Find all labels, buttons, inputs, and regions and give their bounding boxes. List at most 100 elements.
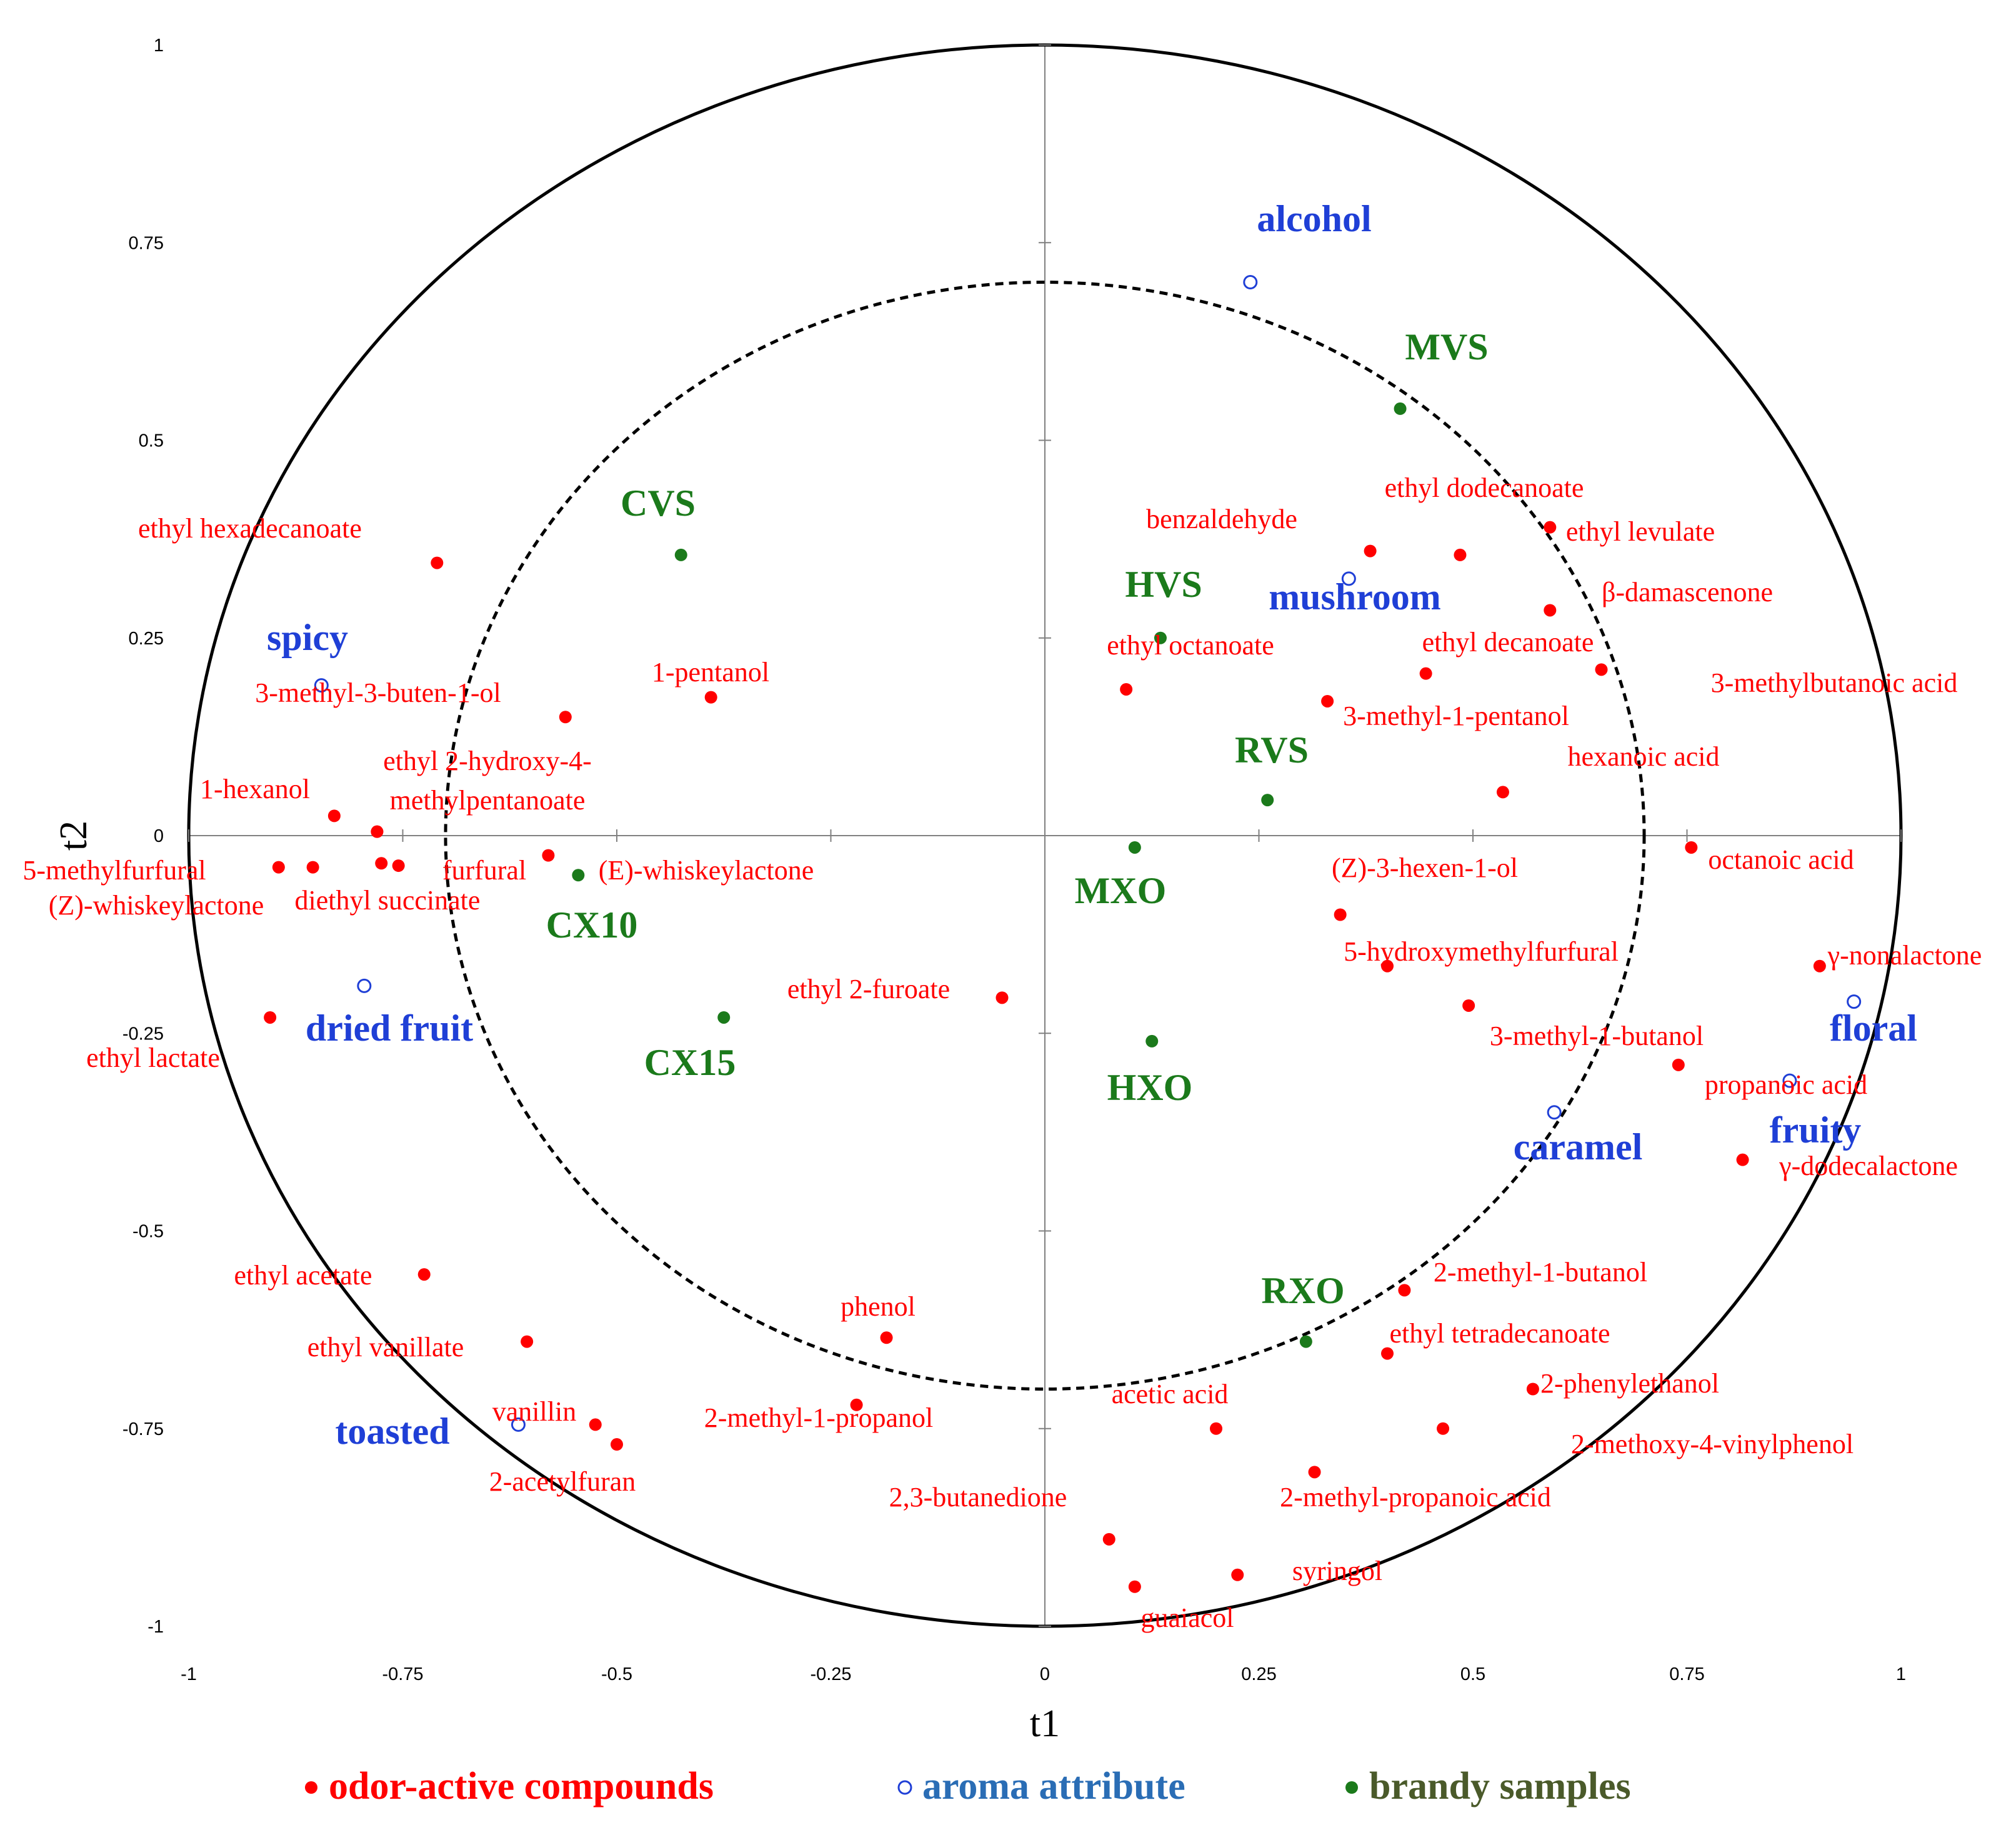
compound-point-ethyl-hexadecanoate [431,556,444,569]
data-labels: ethyl hexadecanoate3-methyl-3-buten-1-ol… [22,198,1982,1633]
aroma-label-mushroom: mushroom [1269,576,1441,618]
aroma-label-caramel: caramel [1514,1126,1643,1168]
aroma-label-floral: floral [1830,1008,1917,1049]
aroma-label-alcohol: alcohol [1257,198,1371,239]
compound-label-furfural: furfural [442,855,526,886]
compound-point-3-methyl-1-pentanol [1321,694,1334,708]
compound-point-ethyl-octanoate [1120,682,1133,696]
compound-point-5-methylfurfural [272,861,285,874]
y-tick-label: -1 [147,1617,164,1637]
y-tick-label: 0.75 [129,233,164,253]
compound-label-phenol: phenol [841,1291,916,1322]
compound-label-2-methoxy-4-vinylphenol: 2-methoxy-4-vinylphenol [1571,1429,1854,1459]
compound-label-ethyl-acetate: ethyl acetate [234,1260,372,1291]
x-axis-title: t1 [1030,1702,1060,1745]
y-tick-label: 1 [154,36,164,56]
x-tick-label: 1 [1896,1664,1906,1684]
sample-label-hvs: HVS [1125,564,1202,605]
aroma-point-toasted [511,1417,526,1432]
compound-point-2-methyl-1-propanol [850,1398,863,1411]
compound-point-guaiacol [1128,1580,1141,1593]
aroma-label-fruity: fruity [1770,1109,1862,1151]
legend-marker-samples [1345,1781,1358,1794]
aroma-point-caramel [1547,1105,1562,1120]
compound-point-ethyl-tetradecanoate [1381,1347,1394,1360]
compound-label-ethyl-hexadecanoate: ethyl hexadecanoate [138,513,362,544]
compound-label-2-methyl-propanoic-acid: 2-methyl-propanoic acid [1280,1482,1551,1512]
compound-label-2-phenylethanol: 2-phenylethanol [1540,1368,1719,1399]
inner-circle [444,281,1646,1391]
sample-point-rxo [1299,1335,1312,1348]
sample-point-mvs [1394,402,1407,415]
compound-label-z-whiskeylactone: (Z)-whiskeylactone [49,890,264,921]
compound-point-ethyl-acetate [417,1268,431,1281]
sample-point-cvs [674,548,687,561]
compound-point-1-pentanol [704,691,717,704]
compound-point-2-methyl-1-butanol [1398,1284,1411,1297]
x-tick-label: 0.75 [1669,1664,1704,1684]
aroma-point-spicy [314,678,329,693]
compound-point-3-methyl-1-butanol [1462,999,1475,1012]
compound-point-z-whiskeylactone [306,861,319,874]
compound-label-2-3-butanedione: 2,3-butanedione [889,1482,1067,1512]
aroma-label-dried-fruit: dried fruit [306,1008,473,1049]
compound-point-nonalactone [1813,959,1826,972]
compound-point-ethyl-dodecanoate [1454,548,1467,561]
x-tick-label: 0.5 [1460,1664,1485,1684]
y-tick-label: -0.25 [122,1024,164,1044]
compound-point-ethyl-vanillate [521,1335,534,1348]
compound-point-5-hydroxymethylfurfural [1381,959,1394,972]
compound-label-octanoic-acid: octanoic acid [1708,844,1854,875]
compound-point-benzaldehyde [1364,544,1377,558]
compound-point-methylpentanoate [371,825,384,838]
compound-point-acetic-acid [1210,1422,1222,1435]
compound-point-phenol [880,1331,893,1344]
compound-point-hexanoic-acid [1496,786,1509,799]
legend-marker-aroma [897,1780,912,1795]
compound-label-3-methyl-1-pentanol: 3-methyl-1-pentanol [1343,701,1569,731]
compound-label-guaiacol: guaiacol [1140,1602,1234,1633]
compound-label-1-pentanol: 1-pentanol [652,657,769,688]
aroma-point-alcohol [1243,275,1258,289]
x-tick-label: 0.25 [1241,1664,1276,1684]
compound-point-syringol [1231,1568,1244,1581]
sample-point-rvs [1261,794,1274,807]
compound-point-damascenone [1544,604,1557,617]
x-tick-label: -1 [181,1664,197,1684]
compound-label-syringol: syringol [1292,1556,1382,1586]
sample-point-cx15 [717,1011,731,1024]
sample-label-rvs: RVS [1235,729,1309,771]
sample-label-mxo: MXO [1075,870,1167,911]
legend-label-samples: brandy samples [1369,1765,1631,1808]
compound-label-vanillin: vanillin [492,1396,576,1427]
y-tick-label: 0 [154,826,164,846]
legend-marker-compounds [305,1781,317,1794]
compound-label-nonalactone: γ-nonalactone [1827,940,1982,971]
compound-label-5-hydroxymethylfurfural: 5-hydroxymethylfurfural [1344,936,1619,967]
sample-label-hxo: HXO [1107,1067,1193,1108]
axes-and-circles [187,43,1903,1628]
aroma-label-toasted: toasted [335,1411,449,1452]
aroma-point-fruity [1782,1073,1797,1088]
compound-point-ethyl-2-furoate [996,991,1009,1004]
compound-point-2-3-butanedione [1102,1532,1115,1546]
compound-label-z-3-hexen-1-ol: (Z)-3-hexen-1-ol [1332,852,1518,883]
compound-label-ethyl-dodecanoate: ethyl dodecanoate [1385,472,1584,503]
compound-point-furfural [392,859,405,872]
sample-label-cx10: CX10 [546,904,638,946]
y-tick-label: -0.5 [132,1222,164,1242]
compound-point-propanoic-acid [1672,1058,1685,1071]
compound-point-ethyl-lactate [264,1011,277,1024]
aroma-label-spicy: spicy [267,617,348,658]
compound-point-e-whiskeylactone [542,849,555,862]
compound-label-e-whiskeylactone: (E)-whiskeylactone [599,855,814,886]
compound-label-propanoic-acid: propanoic acid [1705,1069,1867,1100]
compound-label-ethyl-2-furoate: ethyl 2-furoate [787,974,950,1004]
compound-point-vanillin [589,1418,602,1431]
y-tick-label: -0.75 [122,1419,164,1439]
compound-point-3-methyl-3-buten-1-ol [559,711,572,724]
data-points [264,275,1862,1593]
aroma-point-floral [1847,994,1862,1009]
compound-label-ethyl-2-hydroxy-4: ethyl 2-hydroxy-4- [383,746,592,776]
